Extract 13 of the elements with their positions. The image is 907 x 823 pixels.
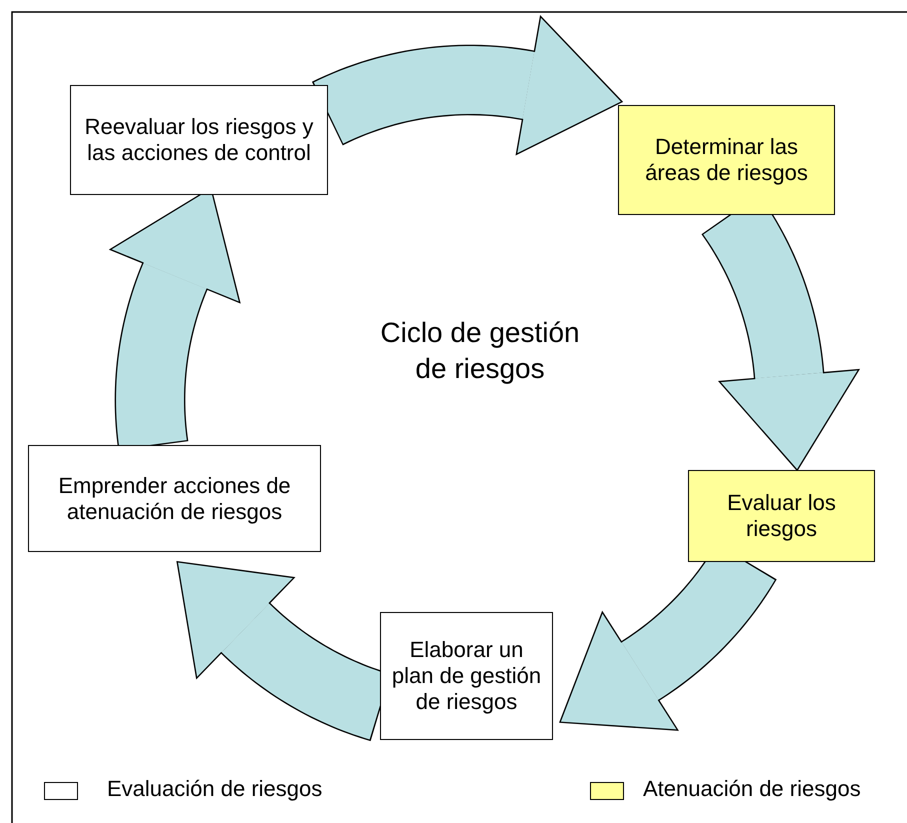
step-text: Reevaluar los riesgos y las acciones de control [84,114,314,166]
process-box [28,445,321,552]
process-box [380,612,553,740]
legend-text: Evaluación de riesgos [107,776,322,802]
process-box [688,470,875,562]
step-text: Emprender acciones de atenuación de riesgos [57,472,292,524]
center-title: Ciclo de gestión de riesgos [379,316,581,386]
process-box [618,105,835,215]
process-box [70,85,328,195]
step-text: Determinar las áreas de riesgos [644,134,809,186]
legend-text: Atenuación de riesgos [643,776,861,802]
step-text: Evaluar los riesgos [726,490,837,542]
step-text: Elaborar un plan de gestión de riesgos [391,637,542,715]
